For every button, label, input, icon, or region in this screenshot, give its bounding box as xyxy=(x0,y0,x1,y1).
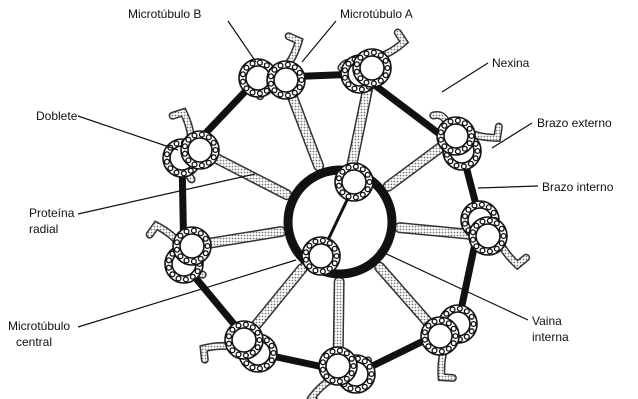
label-brazo-interno: Brazo interno xyxy=(542,180,613,194)
label-microtubulo-central-line1: Microtúbulo xyxy=(8,319,70,333)
central-microtubule xyxy=(302,237,340,275)
doublet xyxy=(461,201,507,255)
radial-spoke-fill xyxy=(291,93,319,166)
label-vaina-interna-line2: interna xyxy=(532,330,569,344)
microtubule-a xyxy=(421,317,459,355)
label-proteina-radial-line1: Proteína xyxy=(29,206,74,220)
label-brazo-externo: Brazo externo xyxy=(537,116,612,130)
radial-spoke-fill xyxy=(338,282,339,352)
microtubule-a xyxy=(319,347,357,385)
label-nexina: Nexina xyxy=(492,56,529,70)
label-microtubulo-central-line2: central xyxy=(16,335,52,349)
leader-line xyxy=(228,21,256,62)
leader-line xyxy=(302,21,336,62)
label-microtubulo-b: Microtúbulo B xyxy=(128,7,201,21)
microtubule-a xyxy=(353,49,391,87)
leader-line xyxy=(478,186,538,188)
microtubule-a xyxy=(469,217,507,255)
leader-line xyxy=(78,174,255,214)
radial-spoke-fill xyxy=(253,269,302,330)
radial-spoke-fill xyxy=(380,267,431,325)
doublet xyxy=(239,59,305,99)
label-proteina-radial-line2: radial xyxy=(29,222,58,236)
doublet xyxy=(341,49,391,93)
doublet xyxy=(437,117,481,170)
label-microtubulo-a: Microtúbulo A xyxy=(340,7,413,21)
doublet xyxy=(163,131,219,177)
leader-line xyxy=(78,116,178,150)
central-bridge xyxy=(328,198,348,240)
label-vaina-interna-line1: Vaina xyxy=(532,314,562,328)
central-pair xyxy=(288,163,392,275)
microtubule-a xyxy=(181,131,219,169)
doublet xyxy=(225,321,277,372)
doublet xyxy=(421,305,477,355)
central-microtubule xyxy=(335,163,373,201)
microtubule-a xyxy=(267,61,305,99)
radial-spoke-fill xyxy=(388,144,445,186)
label-doblete: Doblete xyxy=(36,109,77,123)
microtubule-a xyxy=(225,321,263,359)
radial-spoke-fill xyxy=(352,82,369,164)
leader-line xyxy=(442,63,488,92)
microtubule-a xyxy=(437,117,475,155)
microtubule-a xyxy=(173,227,211,265)
